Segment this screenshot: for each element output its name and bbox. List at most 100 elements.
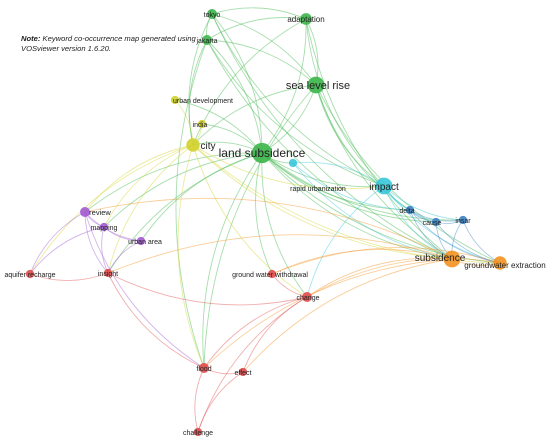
node-impact[interactable] <box>375 177 393 195</box>
edge-groundwater_extraction-ground_water_withdrawal <box>271 247 501 275</box>
edge-sea_level_rise-groundwater_extraction <box>315 84 501 264</box>
node-challenge[interactable] <box>193 427 203 437</box>
node-label-tokyo: tokyo <box>204 12 221 19</box>
edge-land_subsidence-groundwater_extraction <box>261 152 501 264</box>
node-tokyo[interactable] <box>207 9 217 19</box>
node-flood[interactable] <box>199 363 209 373</box>
edge-effect-challenge <box>197 371 244 433</box>
node-effect[interactable] <box>238 367 248 377</box>
edge-land_subsidence-mapping <box>103 152 263 228</box>
edge-review-aquifer_recharge <box>29 211 86 275</box>
edge-sea_level_rise-impact <box>315 84 385 187</box>
node-label-jakarta: jakarta <box>195 38 217 45</box>
edge-review-insight <box>84 211 109 274</box>
node-label-insar: insar <box>455 218 471 225</box>
node-urban-area[interactable] <box>136 236 146 246</box>
edge-land_subsidence-tokyo <box>211 13 263 154</box>
edge-land_subsidence-cause <box>261 152 437 223</box>
node-label-subsidence: subsidence <box>415 253 466 264</box>
node-label-impact: impact <box>369 182 399 193</box>
node-mapping[interactable] <box>99 222 109 232</box>
node-label-sea-level-rise: sea level rise <box>286 80 350 92</box>
edge-land_subsidence-subsidence <box>261 152 453 260</box>
edge-subsidence-flood <box>203 258 453 369</box>
edge-rapid_urbanization-subsidence <box>292 162 453 260</box>
node-ground-water-withdrawal[interactable] <box>267 269 277 279</box>
edge-adaptation-subsidence <box>305 18 453 260</box>
edge-subsidence-insight <box>107 234 453 274</box>
node-cause[interactable] <box>431 217 441 227</box>
edge-land_subsidence-delta <box>261 152 411 211</box>
edge-land_subsidence-urban_development <box>174 99 263 154</box>
node-adaptation[interactable] <box>300 13 312 25</box>
node-insar[interactable] <box>458 215 468 225</box>
edge-jakarta-flood <box>175 39 208 369</box>
node-label-ground-water-withdrawal: ground water withdrawal <box>232 272 308 279</box>
node-label-challenge: challenge <box>183 430 213 437</box>
edge-land_subsidence-impact <box>261 152 385 188</box>
edge-land_subsidence-review <box>84 152 263 213</box>
edge-mapping-aquifer_recharge <box>29 226 105 275</box>
node-label-effect: effect <box>235 370 252 377</box>
edge-adaptation-tokyo <box>211 7 307 20</box>
node-label-aquifer-recharge: aquifer recharge <box>5 272 56 279</box>
node-india[interactable] <box>197 119 207 129</box>
edge-sea_level_rise-flood <box>203 84 317 369</box>
node-label-change: change <box>297 295 320 302</box>
node-layer <box>25 9 507 437</box>
edge-city-insight <box>107 144 194 274</box>
node-label-city: city <box>201 141 216 152</box>
edge-delta-groundwater_extraction <box>409 209 501 264</box>
node-aquifer-recharge[interactable] <box>25 269 35 279</box>
edge-layer <box>29 7 501 433</box>
edge-flood-challenge <box>194 367 205 433</box>
node-delta[interactable] <box>405 205 415 215</box>
edge-change-effect <box>242 296 308 373</box>
edge-impact-subsidence <box>383 185 453 260</box>
edge-insar-groundwater_extraction <box>462 219 501 264</box>
edge-subsidence-ground_water_withdrawal <box>271 249 453 275</box>
node-groundwater-extraction[interactable] <box>493 256 507 270</box>
edge-subsidence-effect <box>242 258 453 373</box>
node-city[interactable] <box>186 138 200 152</box>
node-label-india: india <box>193 122 208 129</box>
edge-cause-groundwater_extraction <box>435 221 501 264</box>
edge-land_subsidence-flood <box>202 152 263 369</box>
node-subsidence[interactable] <box>443 250 461 268</box>
node-rapid-urbanization[interactable] <box>288 158 298 168</box>
node-label-cause: cause <box>423 220 442 227</box>
edge-sea_level_rise-city <box>192 84 317 146</box>
note-prefix: Note: <box>21 34 41 43</box>
node-insight[interactable] <box>103 268 113 278</box>
edge-jakarta-subsidence <box>206 39 453 260</box>
edge-city-groundwater_extraction <box>192 144 501 264</box>
node-land-subsidence[interactable] <box>251 142 273 164</box>
node-jakarta[interactable] <box>202 35 212 45</box>
note-text: Keyword co-occurrence map generated usin… <box>21 34 196 53</box>
edge-impact-groundwater_extraction <box>383 185 501 264</box>
edge-sea_level_rise-jakarta <box>206 39 317 86</box>
edge-tokyo-impact <box>211 13 385 187</box>
node-change[interactable] <box>302 292 312 302</box>
edge-land_subsidence-adaptation <box>261 18 307 154</box>
edge-city-review <box>84 144 194 213</box>
edge-sea_level_rise-subsidence <box>315 84 453 260</box>
node-label-insight: insight <box>98 271 118 278</box>
node-label-flood: flood <box>196 366 211 373</box>
node-sea-level-rise[interactable] <box>307 76 325 94</box>
node-label-review: review <box>89 208 111 217</box>
node-urban-development[interactable] <box>170 95 180 105</box>
edge-change-flood <box>203 296 308 369</box>
edge-review-flood <box>84 211 205 369</box>
edge-review-urban_area <box>84 211 142 242</box>
edge-insight-flood <box>107 272 205 369</box>
edge-city-flood <box>177 144 205 369</box>
edge-rapid_urbanization-delta <box>292 162 411 211</box>
edge-aquifer_recharge-insight <box>29 272 109 281</box>
node-label-delta: delta <box>399 208 414 215</box>
node-review[interactable] <box>80 207 90 217</box>
edge-land_subsidence-urban_area <box>140 152 263 242</box>
node-label-mapping: mapping <box>91 225 118 232</box>
